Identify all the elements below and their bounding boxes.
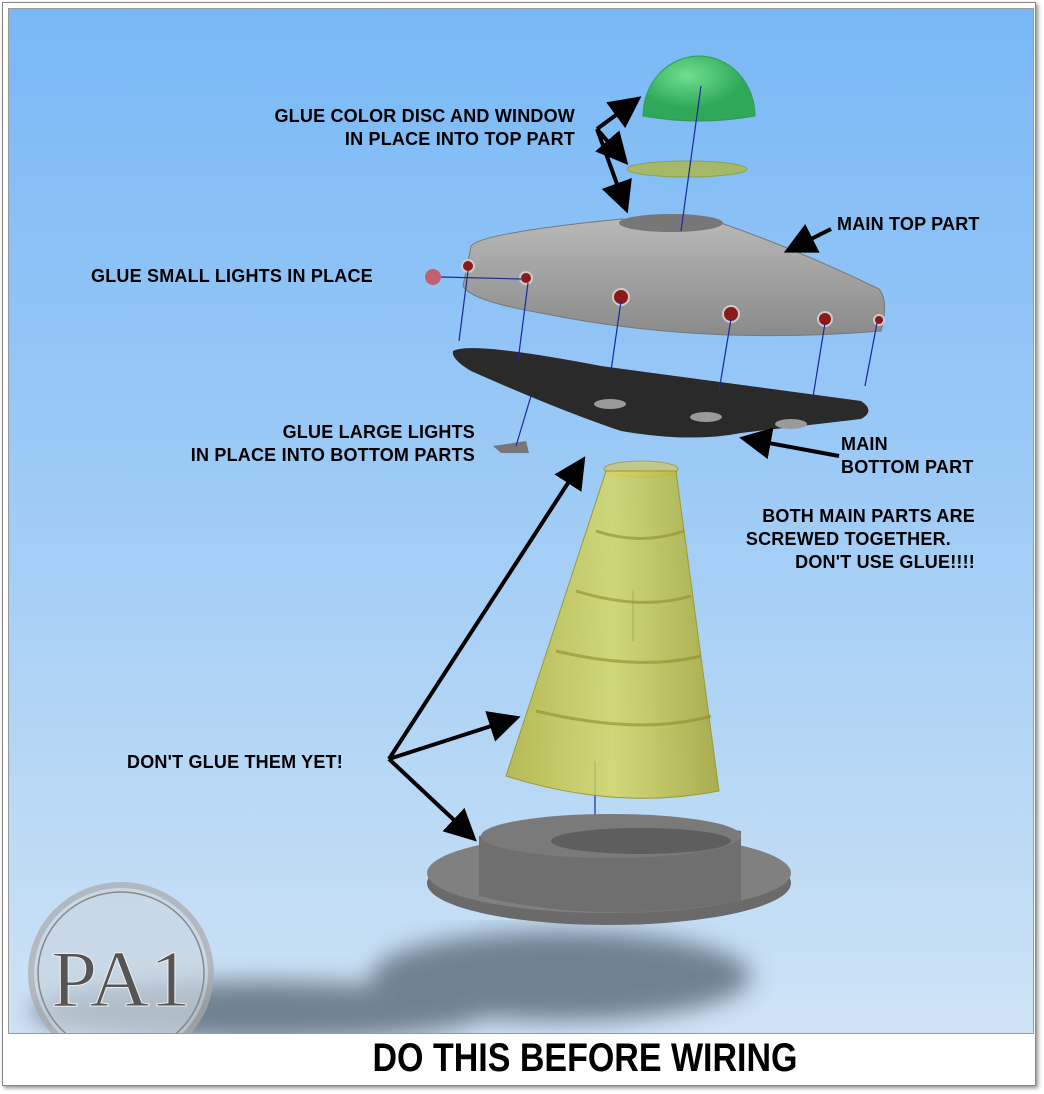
pa1-logo: PA1	[28, 882, 214, 1033]
exploded-view-scene: PA1 GLUE COLOR DISC AND WINDOW IN PLACE …	[8, 8, 1034, 1034]
label-color-disc-window: GLUE COLOR DISC AND WINDOW IN PLACE INTO…	[209, 105, 575, 151]
small-light	[425, 269, 441, 285]
label-line: BOTTOM PART	[841, 457, 974, 477]
light-cone	[505, 460, 720, 799]
label-small-lights: GLUE SMALL LIGHTS IN PLACE	[91, 266, 373, 286]
label-line: GLUE COLOR DISC AND WINDOW	[274, 106, 575, 126]
label-line: MAIN	[841, 434, 888, 454]
callout-arrows	[387, 96, 840, 842]
label-main-bottom-part: MAIN BOTTOM PART	[841, 433, 974, 479]
label-screwed-together: BOTH MAIN PARTS ARE SCREWED TOGETHER. DO…	[669, 505, 975, 574]
large-light	[493, 441, 529, 453]
label-line: IN PLACE INTO BOTTOM PARTS	[190, 445, 475, 465]
main-top-part	[461, 214, 885, 337]
label-line: IN PLACE INTO TOP PART	[344, 129, 575, 149]
window-dome	[642, 55, 756, 122]
label-dont-glue-yet: DON'T GLUE THEM YET!	[127, 752, 343, 772]
color-disc	[626, 160, 748, 178]
label-large-lights: GLUE LARGE LIGHTS IN PLACE INTO BOTTOM P…	[109, 421, 475, 467]
ufo-exploded-illustration: PA1	[28, 55, 885, 1033]
label-line: GLUE LARGE LIGHTS	[282, 422, 475, 442]
footer-title: DO THIS BEFORE WIRING	[372, 1036, 798, 1080]
label-main-top-part: MAIN TOP PART	[837, 214, 980, 234]
label-line: BOTH MAIN PARTS ARE	[762, 506, 975, 526]
label-line: SCREWED TOGETHER.	[745, 529, 951, 549]
main-bottom-part	[452, 348, 869, 438]
label-line: DON'T USE GLUE!!!!	[795, 552, 975, 572]
base-part	[427, 814, 791, 925]
logo-lettering: PA1	[51, 936, 191, 1024]
